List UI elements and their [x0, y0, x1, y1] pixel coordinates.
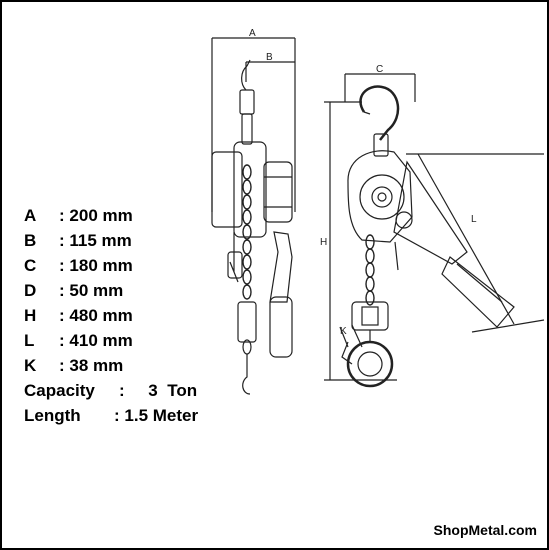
side-view-hoist	[211, 59, 293, 395]
spec-sep: :	[59, 331, 65, 350]
spec-sep: :	[59, 306, 65, 325]
spec-sep: :	[59, 231, 65, 250]
length-sep: :	[114, 406, 120, 425]
dimension-a-label: A	[249, 28, 256, 39]
spec-sep: :	[59, 356, 65, 375]
specification-list: A: 200 mm B: 115 mm C: 180 mm D: 50 mm H…	[24, 203, 198, 428]
spec-row-c: C: 180 mm	[24, 253, 198, 278]
spec-key: A	[24, 206, 37, 225]
dimension-h-line	[324, 101, 397, 381]
spec-row-a: A: 200 mm	[24, 203, 198, 228]
spec-key: C	[24, 256, 37, 275]
brand-watermark: ShopMetal.com	[433, 522, 537, 538]
dimension-k-label: K	[340, 326, 347, 337]
spec-row-d: D: 50 mm	[24, 278, 198, 303]
spec-sep: :	[59, 256, 65, 275]
spec-value: 200 mm	[69, 206, 133, 225]
dimension-h-label: H	[320, 237, 327, 248]
spec-value: 38 mm	[69, 356, 124, 375]
spec-value: 480 mm	[69, 306, 133, 325]
capacity-label: Capacity	[24, 381, 95, 400]
spec-key: D	[24, 281, 37, 300]
dimension-l-label: L	[471, 214, 477, 225]
spec-key: L	[24, 331, 35, 350]
dimension-c-frame	[344, 73, 416, 102]
spec-value: 115 mm	[69, 231, 132, 250]
spec-value: 410 mm	[69, 331, 133, 350]
dimension-a-frame	[211, 37, 296, 212]
capacity-sep: :	[119, 381, 125, 400]
spec-sep: :	[59, 206, 65, 225]
spec-key: K	[24, 356, 37, 375]
length-value: 1.5 Meter	[124, 406, 199, 425]
front-view-hoist	[339, 85, 515, 388]
dimension-b-label: B	[266, 52, 273, 63]
spec-key: H	[24, 306, 37, 325]
spec-row-k: K: 38 mm	[24, 353, 198, 378]
capacity-value: 3 Ton	[148, 381, 198, 400]
spec-key: B	[24, 231, 37, 250]
spec-row-capacity: Capacity: 3 Ton	[24, 378, 198, 403]
spec-value: 180 mm	[69, 256, 133, 275]
spec-sep: :	[59, 281, 65, 300]
spec-row-b: B: 115 mm	[24, 228, 198, 253]
spec-row-l: L: 410 mm	[24, 328, 198, 353]
spec-value: 50 mm	[69, 281, 124, 300]
dimension-l-line	[406, 153, 545, 333]
spec-row-length: Length: 1.5 Meter	[24, 403, 198, 428]
length-label: Length	[24, 406, 81, 425]
dimension-c-label: C	[376, 64, 383, 75]
spec-row-h: H: 480 mm	[24, 303, 198, 328]
dimension-b-frame	[245, 61, 295, 82]
